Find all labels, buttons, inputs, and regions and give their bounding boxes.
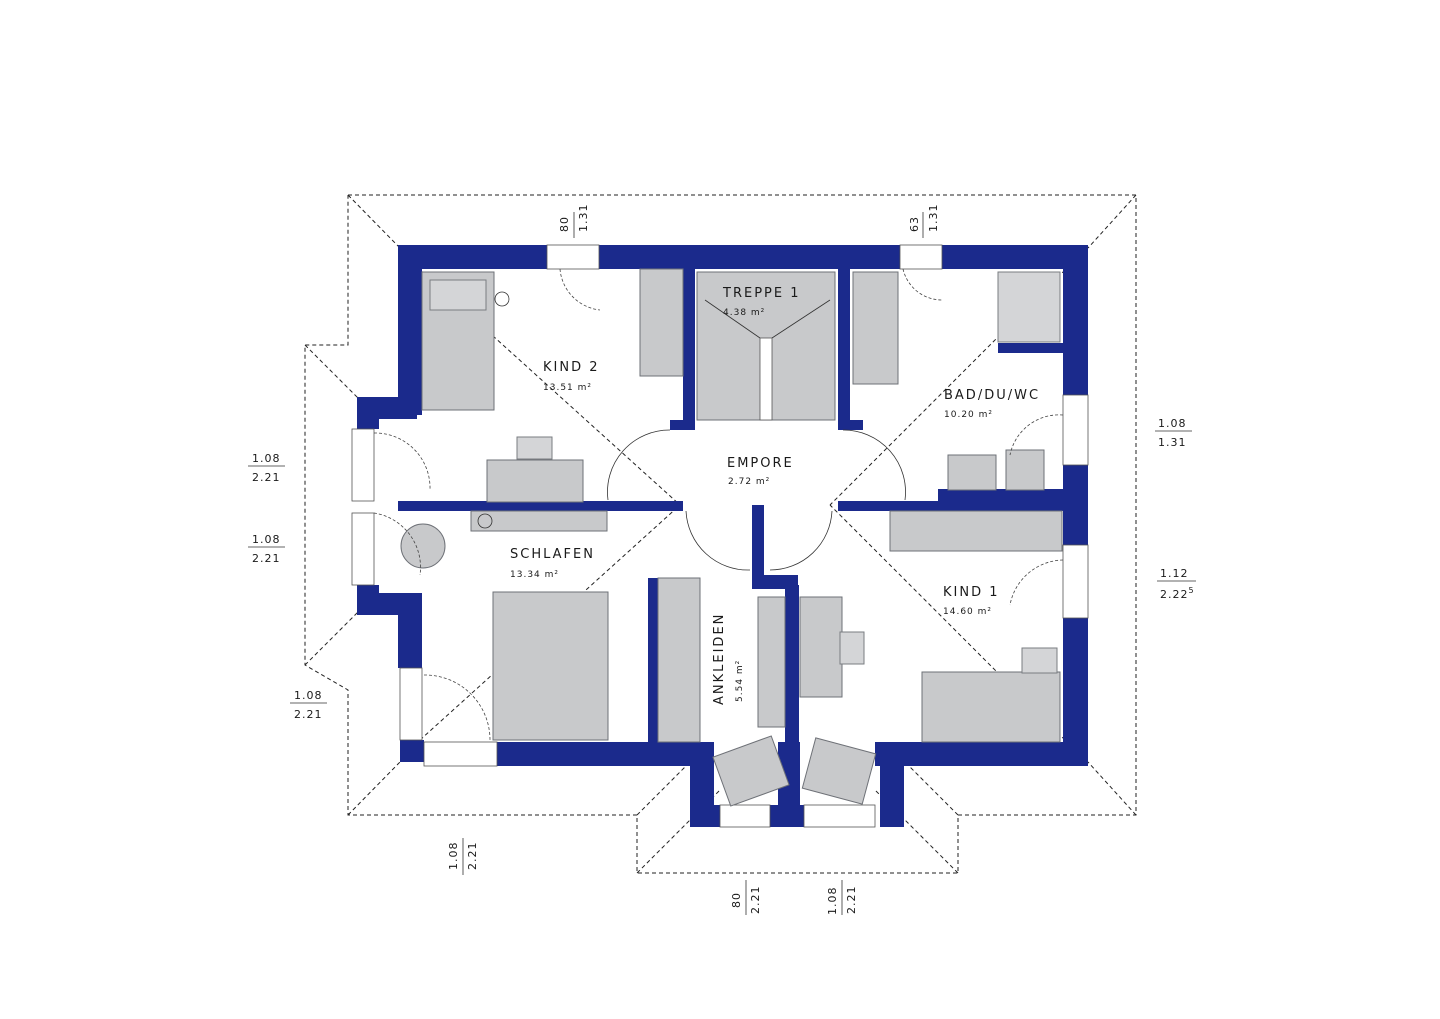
- dim-top-left-height: 1.31: [577, 204, 590, 233]
- window-dimensions: 80 1.31 63 1.31 1.08 1.31 1.12 2.225 1.0…: [248, 204, 1196, 916]
- doors: [373, 268, 1064, 741]
- room-treppe-name: TREPPE 1: [722, 286, 800, 301]
- room-ankleiden-area: 5.54 m²: [735, 660, 745, 702]
- dim-right-upper-height: 1.31: [1158, 436, 1187, 449]
- dim-bottom-right-height: 2.21: [845, 886, 858, 915]
- dim-bottom-middle-width: 80: [730, 892, 743, 908]
- dim-bottom-middle-height: 2.21: [749, 886, 762, 915]
- room-kind2-name: KIND 2: [543, 360, 600, 375]
- dim-left-middle-width: 1.08: [252, 533, 281, 546]
- stairs: [696, 271, 836, 421]
- dim-left-middle-height: 2.21: [252, 552, 281, 565]
- room-labels: KIND 2 13.51 m² TREPPE 1 4.38 m² BAD/DU/…: [510, 286, 1040, 705]
- dim-bottom-left-height: 2.21: [466, 842, 479, 871]
- room-empore-area: 2.72 m²: [728, 477, 770, 487]
- room-schlafen-name: SCHLAFEN: [510, 547, 595, 562]
- room-schlafen-area: 13.34 m²: [510, 570, 559, 580]
- room-kind1-name: KIND 1: [943, 585, 1000, 600]
- room-bad-area: 10.20 m²: [944, 410, 993, 420]
- dim-left-lower-height: 2.21: [294, 708, 323, 721]
- room-bad-name: BAD/DU/WC: [944, 388, 1040, 403]
- room-kind2-area: 13.51 m²: [543, 383, 592, 393]
- furniture-kind2: [421, 268, 684, 532]
- room-kind1-area: 14.60 m²: [943, 607, 992, 617]
- furniture-kind1: [712, 510, 1063, 807]
- dim-left-upper-width: 1.08: [252, 452, 281, 465]
- dim-top-right-width: 63: [908, 216, 921, 232]
- room-empore-name: EMPORE: [727, 456, 794, 471]
- dim-left-lower-width: 1.08: [294, 689, 323, 702]
- dim-top-right-height: 1.31: [927, 204, 940, 233]
- dim-right-lower-height-sup: 5: [1189, 586, 1195, 595]
- dim-bottom-left-width: 1.08: [447, 842, 460, 871]
- furniture-schlafen: [400, 523, 701, 743]
- dim-right-upper-width: 1.08: [1158, 417, 1187, 430]
- dim-right-lower-width: 1.12: [1160, 567, 1189, 580]
- room-ankleiden-name: ANKLEIDEN: [712, 613, 727, 705]
- dim-bottom-right-width: 1.08: [826, 887, 839, 916]
- furniture-bad: [852, 271, 1061, 491]
- svg-text:2.225: 2.225: [1160, 586, 1195, 601]
- dim-left-upper-height: 2.21: [252, 471, 281, 484]
- dim-right-lower-height: 2.22: [1160, 588, 1189, 601]
- dim-top-left-width: 80: [558, 216, 571, 232]
- room-treppe-area: 4.38 m²: [723, 308, 765, 318]
- windows: [351, 244, 1089, 828]
- walls: [357, 245, 1088, 827]
